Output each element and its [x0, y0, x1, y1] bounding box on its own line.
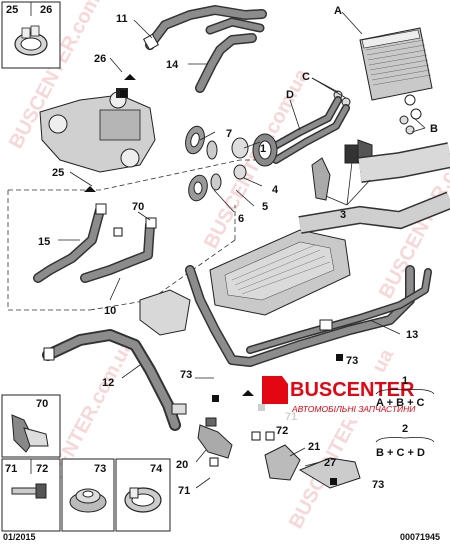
logo-text: BUSCENTER: [290, 379, 415, 401]
label-20: 20: [176, 459, 188, 471]
thermostat-housing: [39, 88, 156, 173]
hose-15: [33, 203, 107, 283]
bracket-3: [311, 139, 373, 201]
heater-core-A: [359, 27, 433, 120]
label-5: 5: [262, 201, 268, 213]
footer-date: 01/2015: [3, 532, 36, 542]
label-B: B: [430, 123, 438, 135]
label-12: 12: [102, 377, 114, 389]
label-11: 11: [116, 13, 128, 25]
legend-2-number: 2: [402, 423, 408, 435]
buscenter-logo: BUSCENTER АВТОМОБІЛЬНІ ЗАПЧАСТИНИ: [254, 372, 444, 420]
hollow-square-markers: [113, 227, 275, 467]
label-4: 4: [272, 184, 279, 196]
label-73: 73: [346, 355, 358, 367]
label-10: 10: [104, 305, 116, 317]
label-21: 21: [308, 441, 320, 453]
footer-code: 00071945: [400, 532, 440, 542]
label-14: 14: [166, 59, 179, 71]
pipe-13: [185, 265, 432, 367]
legend-kit-2: 2 B + C + D: [375, 423, 435, 459]
inset-panel-73: 73: [61, 458, 115, 532]
legend-1-formula: A + B + C: [376, 397, 425, 409]
legend-2-formula: B + C + D: [376, 447, 425, 459]
label-27: 27: [324, 457, 336, 469]
label-3: 3: [340, 209, 346, 221]
label-26: 26: [94, 53, 106, 65]
inset-clamp-25-26: 25 26: [1, 1, 61, 69]
label-6: 6: [238, 213, 244, 225]
inset-label-74: 74: [150, 463, 163, 475]
inset-label-71: 71: [5, 463, 17, 475]
inset-panel-74: 74: [115, 458, 171, 532]
egr-cooler: [139, 142, 450, 336]
inset-panel-70: 70: [1, 394, 61, 458]
inset-label-70: 70: [36, 398, 48, 410]
label-C: C: [302, 71, 310, 83]
logo-mark: [262, 376, 288, 404]
label-1: 1: [260, 143, 266, 155]
triangle-markers: [84, 74, 254, 396]
inset-label-25: 25: [6, 4, 18, 16]
logo-tagline: АВТОМОБІЛЬНІ ЗАПЧАСТИНИ: [291, 404, 416, 414]
label-71: 71: [178, 485, 190, 497]
label-13: 13: [406, 329, 418, 341]
hose-10: [80, 217, 157, 283]
inset-label-26: 26: [40, 4, 52, 16]
label-73: 73: [180, 369, 192, 381]
leader-lines: [58, 11, 426, 489]
label-D: D: [286, 89, 294, 101]
hose-12: [42, 329, 187, 431]
label-73: 73: [372, 479, 384, 491]
clamps-C: [333, 90, 415, 135]
hose-11: [142, 5, 267, 51]
legend-1-number: 1: [402, 375, 408, 387]
inset-label-72: 72: [36, 463, 48, 475]
label-7: 7: [226, 128, 232, 140]
label-A: A: [334, 5, 342, 17]
hose-14: [195, 17, 265, 93]
label-70: 70: [132, 201, 144, 213]
label-72: 72: [276, 425, 288, 437]
part-labels: 11 14 26 25 7 1 4 5 6 70 15 10 12 13 73 …: [38, 5, 438, 497]
sensor-20: [197, 417, 233, 459]
inset-panel-71-72: 71 72: [1, 458, 61, 532]
label-25: 25: [52, 167, 64, 179]
legend-kit-1: 1 A + B + C: [375, 375, 435, 409]
label-15: 15: [38, 236, 50, 248]
part-21-27: [264, 444, 361, 489]
inset-label-73: 73: [94, 463, 106, 475]
heater-pipe-D: [264, 96, 350, 164]
